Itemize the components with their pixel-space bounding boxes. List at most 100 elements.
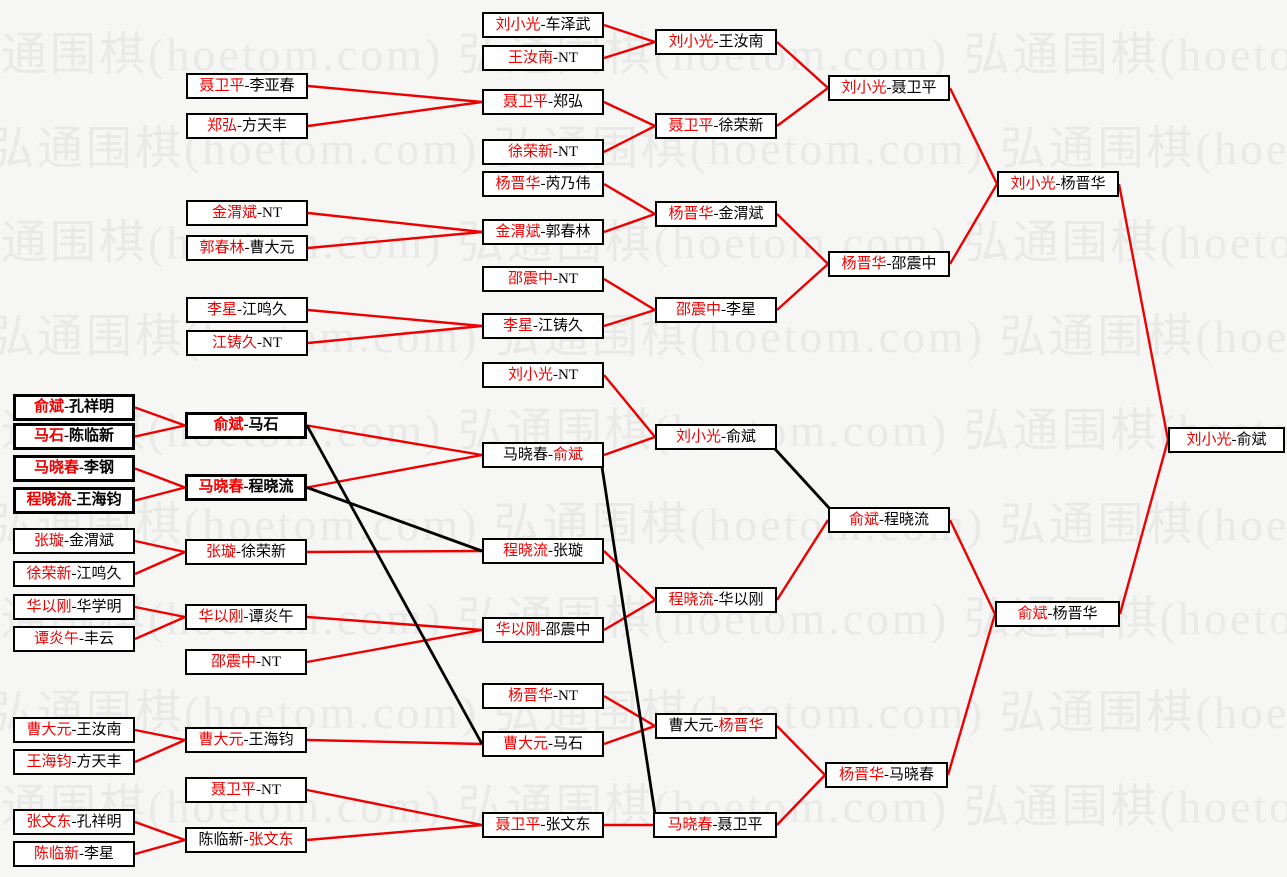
player-name: 杨晋华: [1060, 175, 1106, 192]
vs-dash: -: [712, 816, 718, 833]
match-box: 金渭斌-NT: [186, 200, 308, 226]
player-name: 聂卫平: [210, 781, 256, 798]
winner-advance-line: [134, 424, 186, 438]
player-name: 聂卫平: [668, 117, 714, 134]
player-name: 李星: [84, 845, 115, 862]
player-name: 刘小光: [1010, 175, 1056, 192]
winner-advance-line: [306, 628, 483, 664]
vs-dash: -: [1231, 431, 1237, 448]
winner-advance-line: [776, 87, 829, 127]
player-name: 聂卫平: [891, 79, 937, 96]
player-name: 金渭斌: [69, 532, 115, 549]
match-box: 李星-江铸久: [482, 313, 604, 339]
winner-advance-line: [603, 100, 656, 128]
vs-dash: -: [64, 532, 69, 549]
winner-advance-line: [134, 615, 186, 641]
vs-dash: -: [553, 143, 558, 160]
winner-advance-line: [134, 838, 186, 856]
vs-dash: -: [886, 255, 892, 272]
match-box: 刘小光-NT: [482, 362, 604, 388]
winner-advance-line: [603, 598, 656, 632]
winner-advance-line: [306, 424, 483, 457]
player-name: 江铸久: [538, 317, 584, 334]
match-box: 李星-江鸣久: [186, 297, 308, 323]
match-box: 马晓春-聂卫平: [653, 812, 777, 838]
player-name: 俞斌: [213, 417, 244, 433]
player-name: 李星: [726, 301, 757, 318]
player-name: 李钢: [84, 460, 115, 476]
player-name: 王海钧: [26, 753, 72, 770]
player-name: 马晓春: [889, 766, 935, 783]
player-name: 张文东: [545, 816, 591, 833]
winner-advance-line: [306, 549, 483, 554]
winner-advance-line: [1117, 183, 1170, 441]
match-box: 江铸久-NT: [186, 330, 308, 356]
winner-advance-line: [307, 324, 483, 345]
player-name: NT: [261, 653, 281, 670]
winner-advance-line: [603, 23, 656, 44]
player-name: 谭炎午: [248, 608, 294, 625]
player-name: 俞斌: [33, 399, 64, 415]
player-name: 郭春林: [199, 239, 245, 256]
match-box: 马晓春-李钢: [13, 455, 135, 482]
match-box: 王海钧-方天丰: [13, 749, 135, 775]
winner-advance-line: [306, 615, 483, 632]
player-name: 曹大元: [26, 721, 72, 738]
winner-advance-line: [603, 124, 656, 154]
winner-advance-line: [603, 182, 656, 216]
match-box: 华以刚-华学明: [13, 594, 135, 620]
winner-advance-line: [307, 230, 483, 250]
vs-dash: -: [244, 239, 250, 256]
player-name: 马石: [33, 428, 64, 444]
vs-dash: -: [257, 204, 262, 221]
vs-dash: -: [79, 845, 84, 862]
player-name: 陈临新: [33, 845, 79, 862]
match-box: 邵震中-NT: [482, 266, 604, 292]
player-name: NT: [558, 49, 578, 66]
player-name: 刘小光: [841, 79, 887, 96]
player-name: 俞斌: [1017, 605, 1048, 622]
match-box: 杨晋华-NT: [482, 683, 604, 709]
player-name: 郑弘: [553, 93, 584, 110]
player-name: 孔祥明: [76, 813, 122, 830]
player-name: 杨晋华: [838, 766, 884, 783]
winner-advance-line: [307, 84, 483, 104]
vs-dash: -: [256, 781, 261, 798]
winner-advance-line: [603, 277, 656, 312]
vs-dash: -: [237, 117, 242, 134]
player-name: 俞斌: [726, 428, 757, 445]
player-name: 刘小光: [1186, 431, 1232, 448]
player-name: 杨晋华: [1052, 605, 1098, 622]
match-box: 杨晋华-芮乃伟: [482, 171, 604, 197]
player-name: 华学明: [76, 598, 122, 615]
match-box: 杨晋华-金渭斌: [655, 201, 777, 227]
winner-advance-line: [1118, 439, 1170, 615]
player-name: 方天丰: [76, 753, 122, 770]
match-box: 曹大元-杨晋华: [655, 713, 777, 739]
match-box: 郑弘-方天丰: [186, 113, 308, 139]
vs-dash: -: [884, 766, 889, 783]
player-name: 聂卫平: [717, 816, 763, 833]
vs-dash: -: [256, 653, 261, 670]
vs-dash: -: [243, 831, 249, 848]
loser-drop-line: [773, 448, 832, 510]
match-box: 马晓春-俞斌: [482, 442, 604, 468]
player-name: 华以刚: [26, 598, 72, 615]
loser-drop-line: [306, 486, 483, 553]
player-name: 王汝南: [76, 721, 122, 738]
player-name: 李星: [502, 317, 533, 334]
match-box: 华以刚-邵震中: [482, 617, 604, 643]
player-name: 王海钧: [248, 731, 294, 748]
winner-advance-line: [776, 41, 829, 89]
match-box: 陈临新-张文东: [185, 827, 307, 853]
player-name: 马晓春: [33, 460, 79, 476]
match-box: 刘小光-车泽武: [482, 12, 604, 38]
player-name: 孔祥明: [69, 399, 115, 415]
player-name: 曹大元: [249, 239, 295, 256]
player-name: 李星: [206, 301, 237, 318]
winner-advance-line: [776, 774, 826, 826]
match-box: 程晓流-王海钧: [13, 487, 135, 514]
player-name: 邵震中: [545, 621, 591, 638]
match-box: 聂卫平-张文东: [482, 812, 604, 838]
match-box: 刘小光-俞斌: [1168, 427, 1285, 453]
